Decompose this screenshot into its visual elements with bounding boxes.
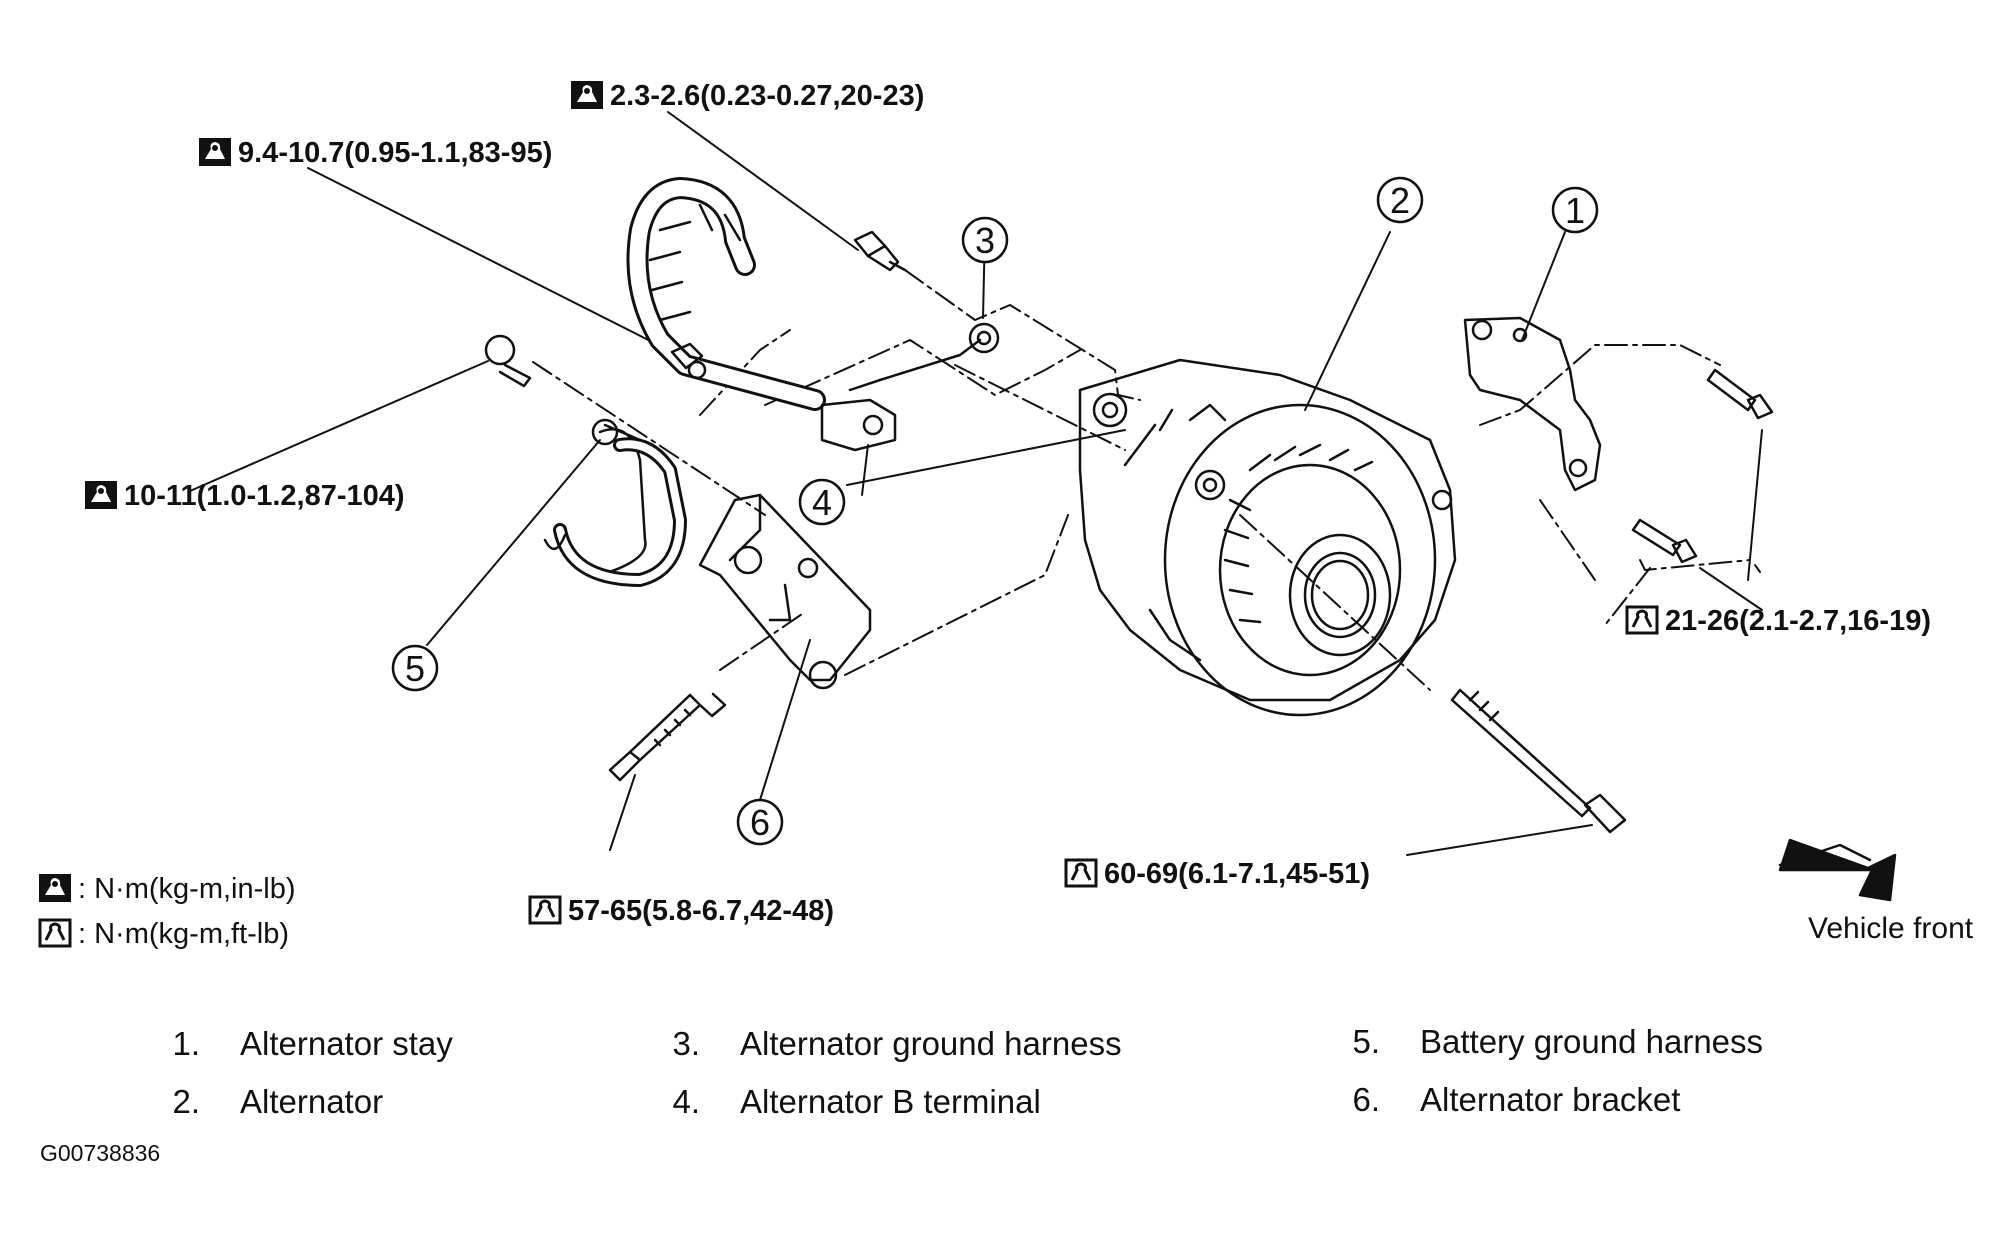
part-name: Alternator B terminal	[740, 1083, 1041, 1120]
part-item-5: 5. Battery ground harness	[1310, 1025, 1763, 1058]
callout-3: 3	[974, 220, 996, 261]
torque-label-t3: 10-11(1.0-1.2,87-104)	[84, 480, 405, 511]
torque-label-t5: 60-69(6.1-7.1,45-51)	[1064, 858, 1370, 889]
part-item-3: 3. Alternator ground harness	[630, 1025, 1122, 1062]
torque-wrench-ftlb-icon	[1625, 605, 1659, 635]
callout-circles	[391, 176, 1599, 846]
units-legend-text: : N·m(kg-m,ft-lb)	[78, 918, 290, 950]
part-name: Alternator stay	[240, 1025, 453, 1062]
part-item-6: 6. Alternator bracket	[1310, 1083, 1680, 1116]
part-number: 2.	[172, 1083, 200, 1120]
figure-code: G00738836	[40, 1140, 161, 1166]
units-legend-inlb: : N·m(kg-m,in-lb)	[38, 873, 296, 904]
callout-1: 1	[1564, 190, 1586, 231]
callout-2: 2	[1389, 180, 1411, 221]
torque-value: 2.3-2.6(0.23-0.27,20-23)	[610, 80, 925, 112]
torque-wrench-ftlb-icon	[528, 895, 562, 925]
bolt-3-drawing	[853, 230, 907, 272]
part-number: 3.	[672, 1025, 700, 1062]
torque-value: 10-11(1.0-1.2,87-104)	[124, 480, 405, 512]
bolt-21-lower-drawing	[1631, 518, 1698, 564]
part-name: Alternator	[240, 1083, 384, 1120]
torque-label-t4: 21-26(2.1-2.7,16-19)	[1625, 605, 1931, 636]
callout-circle-4	[798, 478, 846, 526]
torque-wrench-ftlb-icon	[1064, 858, 1098, 888]
vehicle-front-label: Vehicle front	[1808, 912, 1974, 945]
part-item-4: 4. Alternator B terminal	[630, 1083, 1041, 1120]
callout-circle-1	[1551, 186, 1599, 234]
torque-label-t2: 9.4-10.7(0.95-1.1,83-95)	[198, 137, 552, 168]
torque-wrench-inlb-icon	[84, 480, 118, 510]
bolt-5-drawing	[484, 334, 647, 577]
units-legend-ftlb: : N·m(kg-m,ft-lb)	[38, 918, 289, 949]
callout-circle-5	[391, 644, 439, 692]
callout-circle-6	[736, 798, 784, 846]
leader-lines	[189, 111, 1763, 856]
bolt-4-nut-drawing	[670, 342, 707, 380]
part-name: Alternator bracket	[1420, 1081, 1681, 1118]
torque-value: 21-26(2.1-2.7,16-19)	[1665, 605, 1931, 637]
part-name: Alternator ground harness	[740, 1025, 1122, 1062]
units-legend-text: : N·m(kg-m,in-lb)	[78, 873, 296, 905]
part-item-2: 2. Alternator	[130, 1085, 383, 1118]
part-number: 1.	[172, 1025, 200, 1062]
callout-5: 5	[404, 648, 426, 689]
vehicle-front-arrow-icon	[1778, 838, 1897, 902]
bolt-60-drawing	[1450, 688, 1627, 834]
torque-value: 57-65(5.8-6.7,42-48)	[568, 895, 834, 927]
centerlines	[532, 269, 1751, 691]
alternator-ground-harness-drawing	[626, 177, 1000, 411]
battery-ground-cable-drawing	[543, 437, 687, 587]
part-number: 5.	[1352, 1023, 1380, 1060]
torque-wrench-ftlb-icon	[38, 918, 72, 948]
part-number: 6.	[1352, 1081, 1380, 1118]
bolt-21-upper-drawing	[1706, 368, 1774, 420]
torque-value: 60-69(6.1-7.1,45-51)	[1104, 858, 1370, 890]
torque-wrench-inlb-icon	[570, 80, 604, 110]
torque-label-t1: 2.3-2.6(0.23-0.27,20-23)	[570, 80, 924, 111]
torque-wrench-inlb-icon	[198, 137, 232, 167]
alternator-stay-drawing	[1463, 316, 1602, 492]
bolt-57-drawing	[608, 692, 727, 782]
alternator-bracket-drawing	[698, 493, 872, 690]
part-number: 4.	[672, 1083, 700, 1120]
alternator-drawing	[1078, 358, 1457, 717]
callout-6: 6	[749, 802, 771, 843]
torque-wrench-inlb-icon	[38, 873, 72, 903]
torque-label-t6: 57-65(5.8-6.7,42-48)	[528, 895, 834, 926]
part-item-1: 1. Alternator stay	[130, 1025, 453, 1062]
callout-circle-2	[1376, 176, 1424, 224]
callout-circle-3	[961, 216, 1009, 264]
part-name: Battery ground harness	[1420, 1023, 1764, 1060]
torque-value: 9.4-10.7(0.95-1.1,83-95)	[238, 137, 553, 169]
callout-4: 4	[811, 482, 833, 523]
alternator-b-terminal-drawing	[820, 398, 897, 452]
